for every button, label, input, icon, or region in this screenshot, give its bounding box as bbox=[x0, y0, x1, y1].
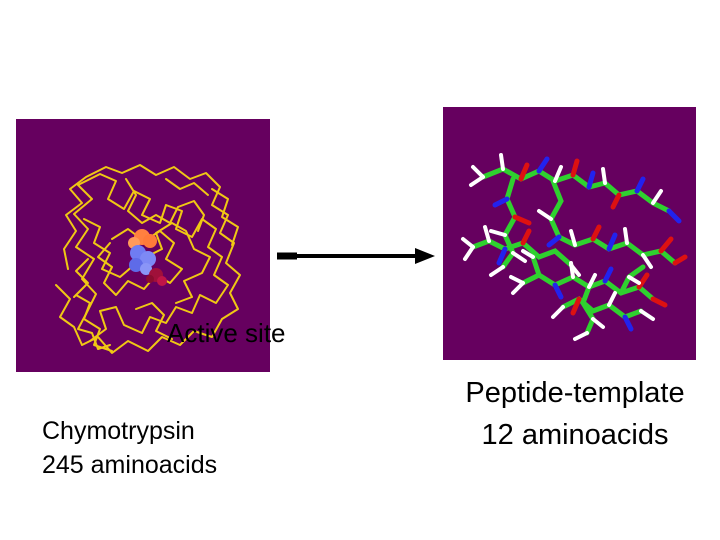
chymotrypsin-size: 245 aminoacids bbox=[42, 451, 218, 479]
peptide-template-name: Peptide-template bbox=[465, 377, 685, 409]
peptide-stick-model-icon bbox=[461, 153, 688, 341]
active-site-word-site: site bbox=[245, 318, 286, 348]
chymotrypsin-panel bbox=[16, 119, 270, 372]
active-site-spheres bbox=[128, 229, 167, 286]
chymotrypsin-name: Chymotrypsin bbox=[42, 417, 195, 445]
active-site-word-active: Active bbox=[167, 318, 238, 348]
chymotrypsin-caption: Chymotrypsin 245 aminoacids bbox=[42, 414, 217, 482]
peptide-template-caption: Peptide-template 12 aminoacids bbox=[430, 372, 720, 456]
chymotrypsin-backbone-icon bbox=[55, 164, 241, 354]
right-arrow-icon bbox=[277, 248, 435, 264]
peptide-template-panel bbox=[443, 107, 696, 360]
active-site-label: Active site bbox=[167, 318, 286, 349]
peptide-template-size: 12 aminoacids bbox=[481, 419, 669, 451]
